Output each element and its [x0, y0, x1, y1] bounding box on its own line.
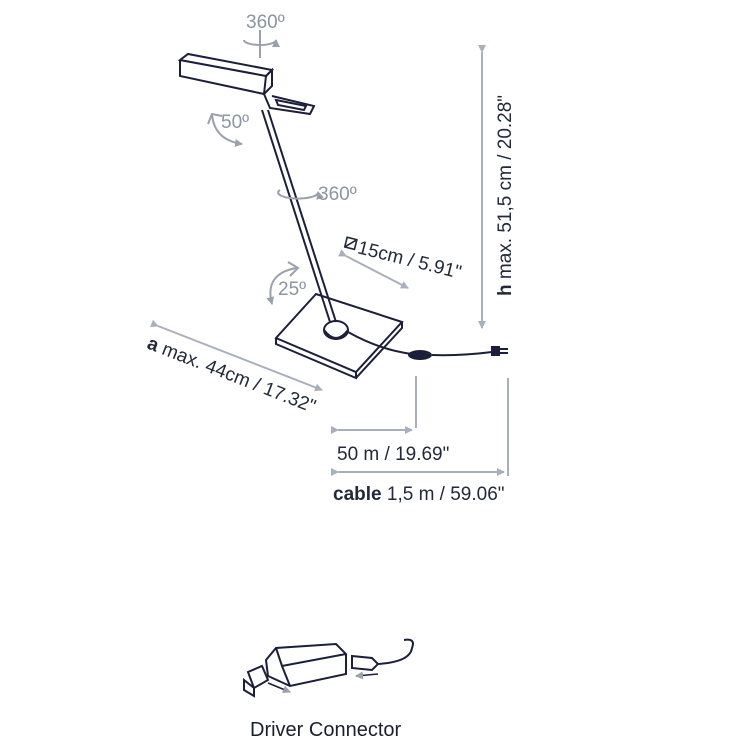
plug-icon	[491, 346, 508, 356]
cable-length-value: 1,5 m / 59.06"	[382, 484, 505, 505]
head-rotation-indicator: 360º	[243, 12, 285, 58]
arm-rotation-label: 360º	[318, 184, 357, 205]
lamp-base	[274, 292, 404, 380]
base-size-label: 15cm / 5.91"	[355, 238, 463, 284]
base-size-dimension: 15cm / 5.91"	[337, 236, 463, 289]
driver-box-icon	[243, 638, 414, 698]
cable-length-prefix: cable	[333, 484, 382, 505]
height-dimension: h max. 51,5 cm / 20.28"	[478, 45, 516, 329]
cable-switch	[408, 350, 432, 360]
height-value: max. 51,5 cm / 20.28"	[495, 95, 516, 284]
cable-switch-label: 50 m / 19.69"	[337, 444, 449, 465]
lamp-arm	[261, 109, 337, 323]
height-prefix: h	[495, 284, 516, 296]
height-label: h max. 51,5 cm / 20.28"	[495, 95, 516, 296]
base-tilt-indicator: 25º	[266, 261, 306, 305]
head-rotation-label: 360º	[246, 12, 285, 33]
driver-caption: Driver Connector	[250, 719, 402, 741]
cable-length-dimension: cable 1,5 m / 59.06"	[331, 378, 509, 505]
head-tilt-label: 50º	[221, 112, 249, 133]
head-tilt-indicator: 50º	[207, 112, 249, 147]
lamp-head	[177, 52, 316, 116]
arm-reach-dimension: a max. 44cm / 17.32"	[144, 319, 323, 418]
cable-length-label: cable 1,5 m / 59.06"	[333, 484, 505, 505]
cable	[347, 331, 508, 360]
square-diagonal-icon	[343, 236, 358, 251]
base-tilt-label: 25º	[278, 279, 306, 300]
arm-reach-value: max. 44cm / 17.32"	[154, 337, 318, 418]
arm-rotation-indicator: 360º	[277, 184, 357, 205]
cable-switch-dimension: 50 m / 19.69"	[331, 376, 449, 465]
